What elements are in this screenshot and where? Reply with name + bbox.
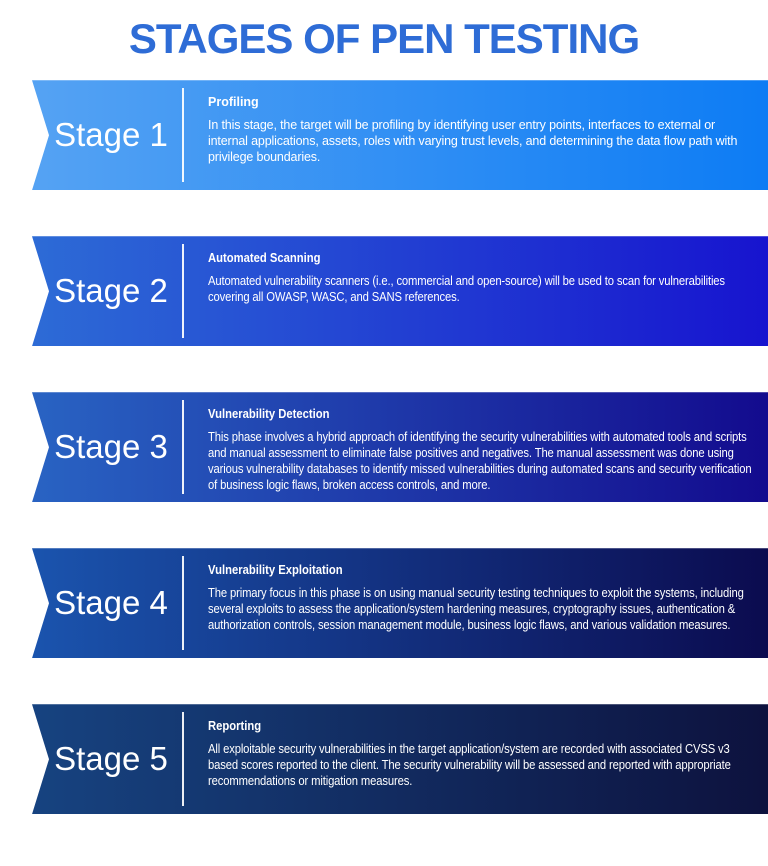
divider-line <box>182 400 184 495</box>
stage-banner-4: Stage 4 Vulnerability Exploitation The p… <box>32 548 768 659</box>
stage-content-1: Profiling In this stage, the target will… <box>184 80 768 190</box>
stage-heading-3: Vulnerability Detection <box>208 407 330 422</box>
stage-label-4: Stage 4 <box>54 584 168 622</box>
stage-content-3: Vulnerability Detection This phase invol… <box>184 392 768 502</box>
stage-body-2: Automated vulnerability scanners (i.e., … <box>208 274 725 305</box>
stage-heading-4: Vulnerability Exploitation <box>208 563 343 578</box>
stage-content-2: Automated Scanning Automated vulnerabili… <box>184 236 768 346</box>
stage-arrow-2: Stage 2 <box>32 236 182 346</box>
stage-label-1: Stage 1 <box>54 116 168 154</box>
stage-banner-1: Stage 1 Profiling In this stage, the tar… <box>32 80 768 191</box>
stage-heading-1: Profiling <box>208 95 259 110</box>
stage-label-2: Stage 2 <box>54 272 168 310</box>
stage-body-5: All exploitable security vulnerabilities… <box>208 742 731 788</box>
page-title: STAGES OF PEN TESTING <box>128 15 640 62</box>
stage-arrow-4: Stage 4 <box>32 548 182 658</box>
stage-arrow-3: Stage 3 <box>32 392 182 502</box>
stage-heading-5: Reporting <box>208 719 262 734</box>
stage-label-5: Stage 5 <box>54 740 168 778</box>
stage-content-4: Vulnerability Exploitation The primary f… <box>184 548 768 658</box>
divider-line <box>182 88 184 183</box>
stage-banner-5: Stage 5 Reporting All exploitable securi… <box>32 704 768 815</box>
divider-line <box>182 712 184 807</box>
stage-content-5: Reporting All exploitable security vulne… <box>184 704 768 814</box>
divider-line <box>182 556 184 651</box>
stage-heading-2: Automated Scanning <box>208 251 321 266</box>
stage-arrow-1: Stage 1 <box>32 80 182 190</box>
stage-banner-2: Stage 2 Automated Scanning Automated vul… <box>32 236 768 347</box>
stage-body-1: In this stage, the target will be profil… <box>208 118 738 164</box>
stage-banner-3: Stage 3 Vulnerability Detection This pha… <box>32 392 768 503</box>
stage-arrow-5: Stage 5 <box>32 704 182 814</box>
stage-label-3: Stage 3 <box>54 428 168 466</box>
stage-body-4: The primary focus in this phase is on us… <box>208 586 744 632</box>
stage-body-3: This phase involves a hybrid approach of… <box>208 430 752 492</box>
divider-line <box>182 244 184 339</box>
